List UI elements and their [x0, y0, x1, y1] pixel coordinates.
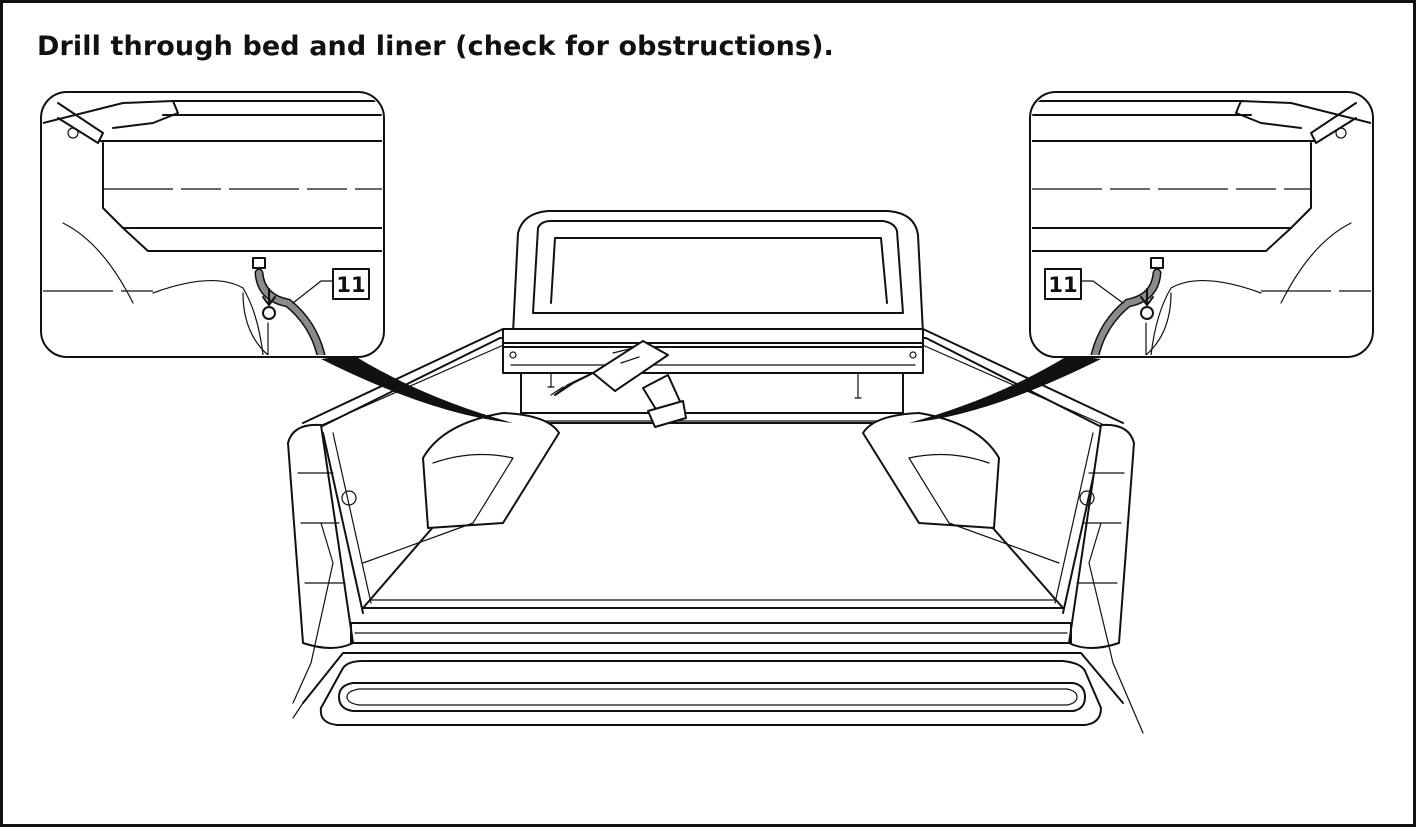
step-instruction: Drill through bed and liner (check for o…	[37, 31, 834, 62]
left-part-callout: 11	[336, 273, 365, 297]
left-detail-view: 11	[40, 91, 385, 358]
drill-icon	[550, 340, 687, 428]
left-detail-pointer	[321, 355, 513, 423]
right-detail-view: 11	[1029, 91, 1374, 358]
truck-bed	[287, 210, 1144, 734]
right-part-callout: 11	[1048, 273, 1077, 297]
right-detail-pointer	[909, 355, 1101, 423]
truck-bed-illustration: 11	[40, 91, 1374, 734]
